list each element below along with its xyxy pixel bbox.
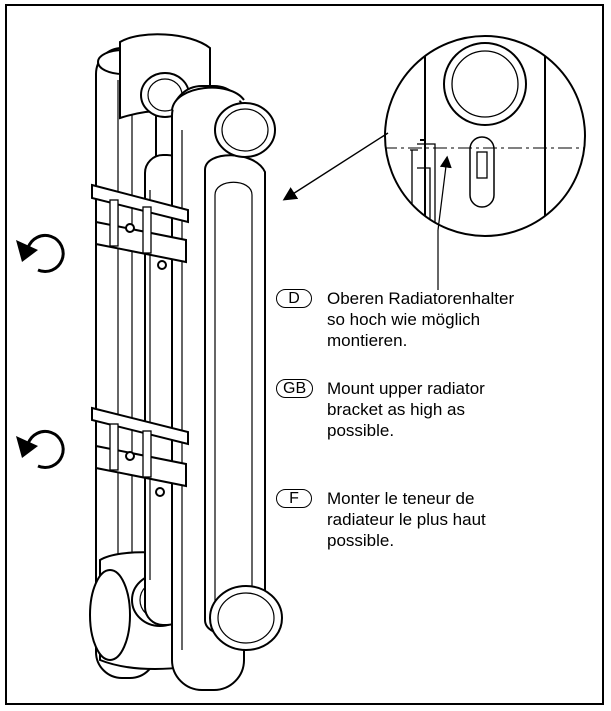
upper-bracket [91,183,189,270]
rotate-counterclockwise-icon [16,234,65,273]
language-badge-de: D [276,289,312,308]
instruction-line: possible. [327,421,395,440]
instruction-line: montieren. [327,331,408,350]
radiator-front-bottom-port [209,585,283,651]
language-badge-gb: GB [276,379,314,398]
instruction-line: Oberen Radiatorenhalter [327,289,515,308]
instruction-line: possible. [327,531,395,550]
leader-arrow [282,132,389,201]
lower-bracket [91,406,189,497]
instruction-line: so hoch wie möglich [327,310,481,329]
instruction-line: radiateur le plus haut [327,510,486,529]
language-badge-f: F [276,489,312,508]
detail-magnifier [384,35,586,290]
rotate-counterclockwise-icon [16,430,65,469]
radiator-front-top-port [171,86,276,158]
instruction-line: Monter le teneur de [327,489,475,508]
instruction-line: bracket as high as [327,400,465,419]
radiator-front-column [171,85,266,691]
instruction-line: Mount upper radiator [327,379,485,398]
